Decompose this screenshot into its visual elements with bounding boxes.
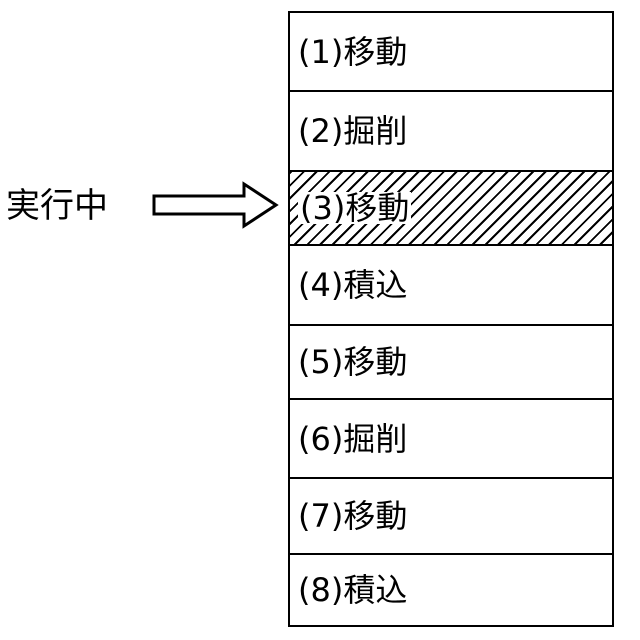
task-queue: (1)移動 (2)掘削 (3)移動 (4)積込 (5)移動 (6)掘削 (7)移動 (8)積込 [288,11,614,627]
task-row: (5)移動 [290,324,612,398]
task-row: (4)積込 [290,244,612,324]
task-row: (6)掘削 [290,398,612,477]
task-row: (1)移動 [290,13,612,90]
task-label: (3)移動 [298,192,411,224]
task-label: (5)移動 [298,346,407,378]
task-label: (6)掘削 [298,423,407,455]
task-row: (2)掘削 [290,90,612,170]
task-label: (1)移動 [298,36,407,68]
task-row: (8)積込 [290,553,612,625]
task-label: (4)積込 [298,269,407,301]
task-row: (7)移動 [290,477,612,553]
status-label: 実行中 [6,186,108,226]
right-arrow-icon [152,180,280,230]
task-label: (8)積込 [298,574,407,606]
task-label: (2)掘削 [298,115,407,147]
task-row-active: (3)移動 [290,170,612,244]
task-label: (7)移動 [298,500,407,532]
